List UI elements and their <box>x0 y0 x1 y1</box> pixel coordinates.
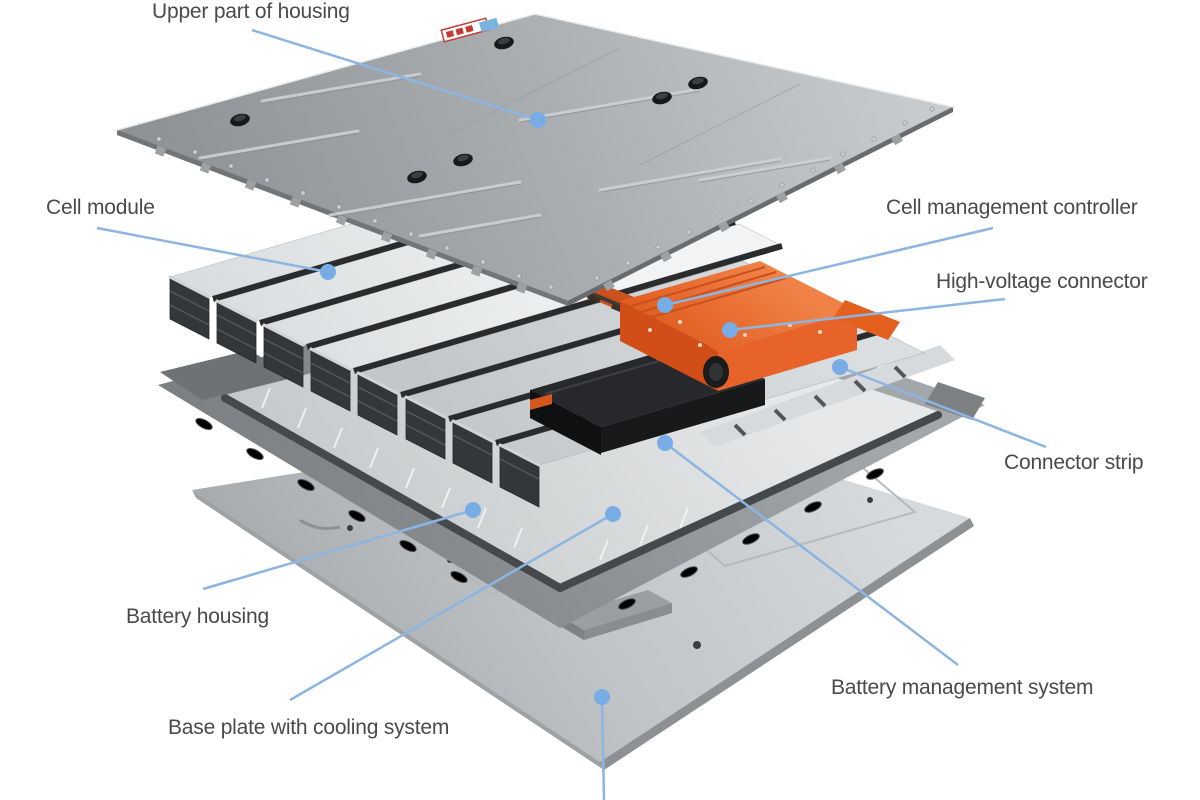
label-cell-module: Cell module <box>46 196 155 219</box>
leader-dot-cell-module <box>320 264 336 280</box>
tray-flange-holes <box>195 417 884 610</box>
leader-line-battery-housing <box>202 508 474 591</box>
label-battery-housing: Battery housing <box>126 605 269 628</box>
leader-line-high-voltage-connector <box>729 297 1006 332</box>
upper-housing-lid <box>115 13 955 306</box>
leader-line-cut-off-label <box>600 696 606 800</box>
lid-fasteners <box>230 36 708 184</box>
leader-line-base-plate <box>289 512 614 702</box>
label-cell-management-controller: Cell management controller <box>886 196 1138 219</box>
lid-edge-highlight <box>116 13 954 131</box>
leader-line-upper-housing <box>251 28 539 122</box>
leader-dot-battery-housing <box>465 502 481 518</box>
leader-line-battery-management-system <box>664 442 959 666</box>
label-battery-management-system: Battery management system <box>831 676 1094 699</box>
leader-dot-base-plate <box>605 506 621 522</box>
leader-dots <box>320 112 848 705</box>
leader-dot-cut-off-label <box>594 689 610 705</box>
module-top-caps <box>168 275 541 467</box>
lid-seams <box>449 47 801 166</box>
leader-lines <box>96 28 1047 800</box>
tray-corner-block <box>160 350 292 400</box>
leader-dot-high-voltage-connector <box>722 322 738 338</box>
lid-rivets <box>156 106 935 290</box>
leader-line-cell-module <box>96 226 329 274</box>
high-voltage-connector-unit <box>620 261 900 391</box>
tray-corner-step <box>925 382 985 420</box>
leader-dot-cell-management-controller <box>657 297 673 313</box>
label-high-voltage-connector: High-voltage connector <box>936 270 1148 293</box>
label-upper-housing: Upper part of housing <box>152 0 350 23</box>
label-base-plate: Base plate with cooling system <box>168 716 450 739</box>
lid-blue-sticker <box>479 17 499 33</box>
tray-floor-ribs <box>261 387 689 561</box>
module-end-face-lines <box>169 290 540 480</box>
leader-line-connector-strip <box>839 365 1047 449</box>
leader-line-cell-management-controller <box>664 226 994 307</box>
leader-dot-connector-strip <box>832 359 848 375</box>
lid-tabs <box>154 133 903 294</box>
leader-dot-upper-housing <box>530 112 546 128</box>
tray-gasket <box>221 394 942 592</box>
connector-strip-part <box>700 345 955 447</box>
leader-dot-battery-management-system <box>657 435 673 451</box>
label-connector-strip: Connector strip <box>1004 451 1144 474</box>
